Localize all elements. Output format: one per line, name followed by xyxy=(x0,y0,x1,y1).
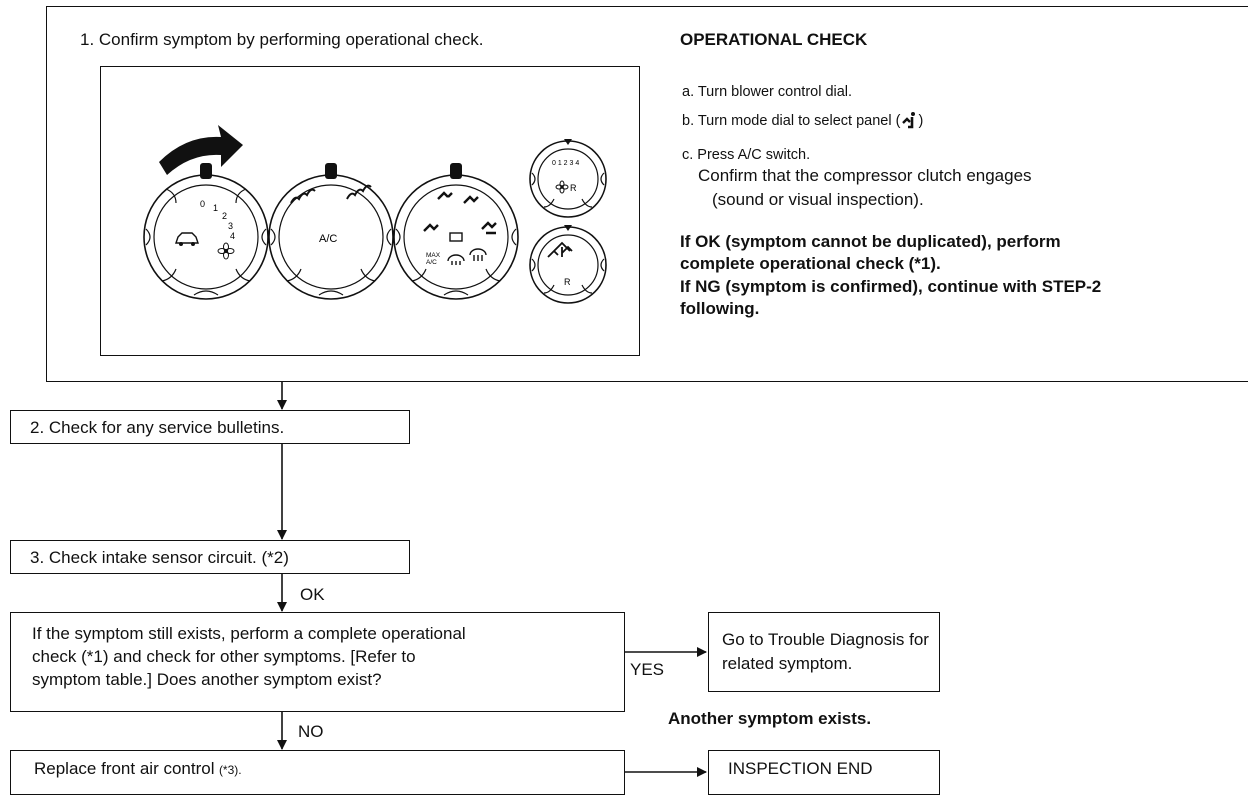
step3-text: 3. Check intake sensor circuit. (*2) xyxy=(30,548,289,567)
rear-fan-r-label: R xyxy=(570,183,577,193)
trouble-diagnosis-box xyxy=(708,612,940,692)
mode-panel-icon xyxy=(437,191,453,200)
ok-result-text: If OK (symptom cannot be duplicated), pe… xyxy=(680,232,1061,273)
inspection-end-text: INSPECTION END xyxy=(728,759,873,778)
rear-mode-dial: R xyxy=(529,225,607,304)
fan-icon xyxy=(217,242,235,260)
rear-mode-icon xyxy=(547,241,573,258)
mode-foot-def-icon xyxy=(481,221,497,235)
fan-scale-3: 3 xyxy=(228,221,233,231)
fan-scale-2: 2 xyxy=(222,211,227,221)
no-label: NO xyxy=(298,722,324,741)
operational-check-item-b: b. Turn mode dial to select panel () xyxy=(682,111,923,129)
rear-fan-dial: 0 1 2 3 4 R xyxy=(529,139,607,218)
item-b-suffix: ) xyxy=(918,113,924,129)
mode-bilevel-icon xyxy=(463,195,479,204)
rear-mode-r-label: R xyxy=(564,277,571,287)
car-icon xyxy=(175,232,199,246)
ng-result-text: If NG (symptom is confirmed), continue w… xyxy=(680,277,1102,318)
fan-scale-1: 1 xyxy=(213,203,218,213)
operational-check-item-c-detail-1: Confirm that the compressor clutch engag… xyxy=(698,166,1032,185)
trouble-diagnosis-text: Go to Trouble Diagnosis for related symp… xyxy=(722,630,929,673)
temp-hot-icon xyxy=(346,184,372,200)
panel-vent-icon xyxy=(902,112,916,129)
mode-foot-icon xyxy=(423,223,439,232)
rear-fan-icon xyxy=(555,180,569,194)
replace-suffix: (*3). xyxy=(218,763,242,777)
operational-check-item-c: c. Press A/C switch. xyxy=(682,147,811,163)
another-symptom-text: Another symptom exists. xyxy=(668,709,872,728)
fan-scale-0: 0 xyxy=(200,199,205,209)
ac-dial: A/C xyxy=(268,163,394,300)
mode-defrost-icon xyxy=(469,248,487,261)
replace-main: Replace front air control xyxy=(34,759,215,778)
replace-text: Replace front air control (*3). xyxy=(34,759,242,779)
defrost-icon xyxy=(447,254,465,265)
rotation-arrow-icon xyxy=(159,125,243,175)
ac-label: A/C xyxy=(319,233,337,245)
item-b-prefix: b. Turn mode dial to select panel ( xyxy=(682,113,901,129)
fan-scale-4: 4 xyxy=(230,231,235,241)
operational-check-item-c-detail-2: (sound or visual inspection). xyxy=(712,190,924,209)
ok-label: OK xyxy=(300,585,325,604)
yes-label: YES xyxy=(630,660,665,679)
step1-instruction: 1. Confirm symptom by performing operati… xyxy=(80,30,484,49)
step4-text: If the symptom still exists, perform a c… xyxy=(32,624,466,689)
operational-check-heading: OPERATIONAL CHECK xyxy=(680,30,868,49)
blower-dial: 0 1 2 3 4 xyxy=(143,163,269,300)
recirc-icon xyxy=(449,232,463,242)
rear-fan-scale: 0 1 2 3 4 xyxy=(552,160,579,167)
operational-check-item-a: a. Turn blower control dial. xyxy=(682,84,853,100)
temp-cold-icon xyxy=(290,188,316,204)
step4-box xyxy=(10,612,625,712)
step2-box xyxy=(10,410,410,444)
step3-box xyxy=(10,540,410,574)
control-panel-illustration: 0 1 2 3 4 A/C xyxy=(100,66,640,356)
control-panel-drawing: 0 1 2 3 4 A/C xyxy=(143,125,607,304)
step2-text: 2. Check for any service bulletins. xyxy=(30,418,285,437)
